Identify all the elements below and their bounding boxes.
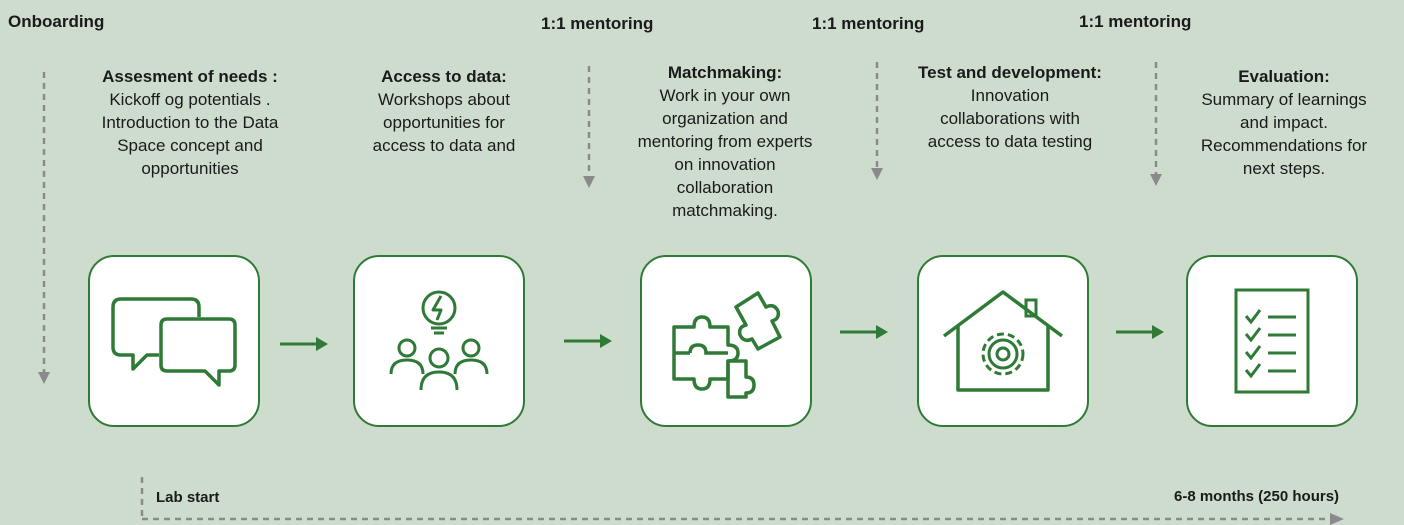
- mentoring-label-2: 1:1 mentoring: [812, 14, 925, 33]
- lab-start-label: Lab start: [156, 489, 220, 506]
- stage-body-line: organization and: [662, 109, 788, 128]
- stage-body-line: Kickoff og potentials .: [109, 90, 271, 109]
- onboarding-dashed-arrow: [38, 72, 50, 384]
- stage-matchmaking: Matchmaking: Work in your own organizati…: [600, 62, 850, 222]
- stage-body-line: access to data testing: [927, 132, 1093, 151]
- stage-body-line: Introduction to the Data: [101, 113, 279, 132]
- stage-card-access-to-data: [353, 255, 525, 427]
- mentoring-dashed-arrow-2: [871, 62, 883, 180]
- flow-arrow-2: [564, 334, 612, 348]
- duration-label: 6-8 months (250 hours): [1174, 488, 1340, 505]
- stage-title: Assesment of needs :: [102, 67, 278, 86]
- stage-body-line: collaborations with: [940, 109, 1080, 128]
- stage-body-line: Workshops about: [378, 90, 510, 109]
- stage-body-line: opportunities for: [383, 113, 505, 132]
- puzzle-icon: [672, 291, 782, 399]
- checklist-icon: [1234, 288, 1310, 394]
- stage-body-line: Space concept and: [117, 136, 263, 155]
- stage-body-line: Summary of learnings: [1201, 90, 1367, 109]
- stage-body-line: next steps.: [1242, 159, 1326, 178]
- onboarding-label: Onboarding: [8, 12, 105, 31]
- flow-arrow-1: [280, 337, 328, 351]
- stage-body-line: Work in your own: [659, 86, 791, 105]
- timeline-dashed-arrow: [140, 477, 1344, 525]
- stage-test-and-development: Test and development: Innovation collabo…: [880, 62, 1140, 153]
- stage-evaluation: Evaluation: Summary of learnings and imp…: [1166, 66, 1402, 180]
- stage-title: Test and development:: [918, 63, 1102, 82]
- team-idea-icon: [389, 290, 489, 391]
- stage-card-assessment: [88, 255, 260, 427]
- mentoring-dashed-arrow-1: [583, 66, 595, 188]
- stage-body-line: matchmaking.: [672, 201, 778, 220]
- stage-title: Evaluation:: [1238, 67, 1330, 86]
- chat-bubbles-icon: [111, 297, 237, 387]
- stage-body-line: access to data and: [372, 136, 516, 155]
- stage-body-line: Recommendations for: [1200, 136, 1368, 155]
- stage-body-line: and impact.: [1240, 113, 1328, 132]
- stage-card-evaluation: [1186, 255, 1358, 427]
- mentoring-dashed-arrow-3: [1150, 62, 1162, 186]
- flow-arrow-4: [1116, 325, 1164, 339]
- stage-body-line: Innovation: [970, 86, 1050, 105]
- stage-body-line: mentoring from experts: [637, 132, 813, 151]
- stage-title: Access to data:: [381, 67, 507, 86]
- stage-card-matchmaking: [640, 255, 812, 427]
- flow-arrow-3: [840, 325, 888, 339]
- house-gear-icon: [942, 290, 1064, 392]
- mentoring-label-1: 1:1 mentoring: [541, 14, 654, 33]
- stage-assessment: Assesment of needs : Kickoff og potentia…: [60, 66, 320, 180]
- stage-title: Matchmaking:: [667, 63, 783, 82]
- stage-body-line: collaboration: [676, 178, 774, 197]
- stage-access-to-data: Access to data: Workshops about opportun…: [344, 66, 544, 157]
- stage-card-test-and-development: [917, 255, 1089, 427]
- stage-body-line: on innovation: [674, 155, 776, 174]
- stage-body-line: opportunities: [141, 159, 239, 178]
- mentoring-label-3: 1:1 mentoring: [1079, 12, 1192, 31]
